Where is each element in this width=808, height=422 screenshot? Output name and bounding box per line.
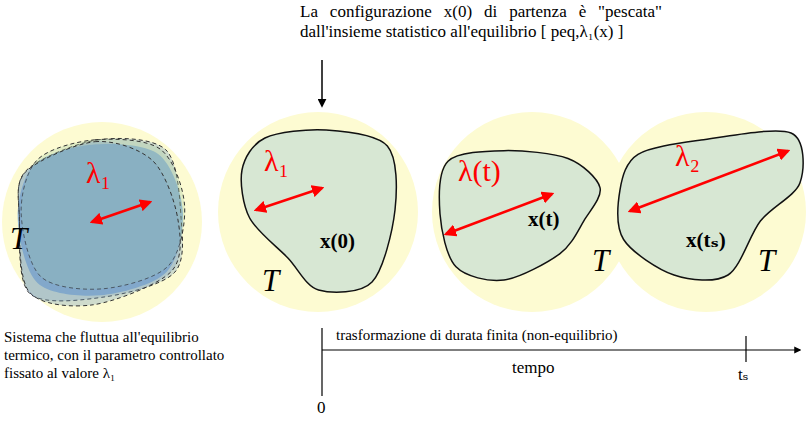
parameter-symbol: λ(t) bbox=[458, 154, 501, 187]
fluctuating-outline bbox=[18, 141, 180, 305]
time-tick-label: 0 bbox=[317, 398, 326, 418]
text-slot: λ₂ bbox=[675, 139, 700, 172]
text-slot: λ(t) bbox=[458, 154, 501, 187]
pointer-arrow bbox=[321, 60, 323, 106]
system-blob: λ₁ bbox=[16, 140, 188, 300]
axis-caption: trasformazione di durata finita (non-equ… bbox=[336, 326, 618, 344]
temperature-symbol: T bbox=[758, 244, 775, 278]
time-axis bbox=[322, 349, 800, 350]
parameter-arrow bbox=[92, 202, 150, 222]
thermostat-disc bbox=[432, 112, 632, 312]
text-slot: T bbox=[758, 244, 775, 278]
parameter-arrow bbox=[446, 194, 552, 234]
system-shape bbox=[439, 151, 600, 281]
text-slot: T bbox=[10, 222, 27, 256]
thermostat-circle: Tλ₁ bbox=[2, 122, 202, 322]
text-slot: x(t) bbox=[528, 208, 559, 231]
text-slot: λ₁ bbox=[264, 144, 289, 177]
time-end-tick bbox=[745, 336, 746, 362]
thermostat-disc bbox=[218, 112, 418, 312]
parameter-arrow bbox=[256, 188, 322, 210]
configuration-symbol: x(tₛ) bbox=[686, 229, 726, 252]
thermostat-circle: Tλ₂ x(tₛ) bbox=[606, 112, 806, 312]
system-shape bbox=[241, 130, 396, 292]
annotation-note: La configurazione x(0) di partenza è "pe… bbox=[300, 2, 662, 43]
text-slot: λ₁ bbox=[86, 156, 111, 189]
label-slot: tₛ bbox=[738, 365, 748, 385]
configuration-symbol: x(t) bbox=[528, 208, 559, 231]
label-slot: tempo bbox=[512, 358, 555, 378]
thermostat-circle: Tλ₁ x(0) bbox=[218, 112, 418, 312]
thermostat-disc bbox=[2, 122, 202, 322]
thermostat-circle: Tλ(t) x(t) bbox=[432, 112, 632, 312]
text-slot: x(tₛ) bbox=[686, 229, 726, 252]
parameter-symbol: λ₂ bbox=[675, 139, 700, 172]
text-slot: T bbox=[262, 264, 279, 298]
system-shape bbox=[618, 131, 803, 280]
temperature-symbol: T bbox=[262, 264, 279, 298]
parameter-arrow bbox=[630, 151, 788, 211]
parameter-symbol: λ₁ bbox=[264, 144, 289, 177]
axis-label: tempo bbox=[512, 358, 555, 378]
system-blob: λ(t) x(t) bbox=[440, 148, 600, 280]
annotation-note: Sistema che fluttua all'equilibrio termi… bbox=[4, 328, 232, 382]
temperature-symbol: T bbox=[592, 244, 609, 278]
temperature-symbol: T bbox=[10, 222, 27, 256]
configuration-symbol: x(0) bbox=[320, 230, 355, 253]
label-slot: 0 bbox=[317, 398, 326, 418]
parameter-symbol: λ₁ bbox=[86, 156, 111, 189]
label-slot: Sistema che fluttua all'equilibrio termi… bbox=[4, 328, 232, 382]
time-zero-tick bbox=[321, 328, 322, 396]
text-slot: x(0) bbox=[320, 230, 355, 253]
label-slot: trasformazione di durata finita (non-equ… bbox=[336, 326, 618, 344]
time-tick-label: tₛ bbox=[738, 365, 748, 385]
thermostat-disc bbox=[606, 112, 806, 312]
text-slot: T bbox=[592, 244, 609, 278]
label-slot: La configurazione x(0) di partenza è "pe… bbox=[300, 2, 662, 43]
